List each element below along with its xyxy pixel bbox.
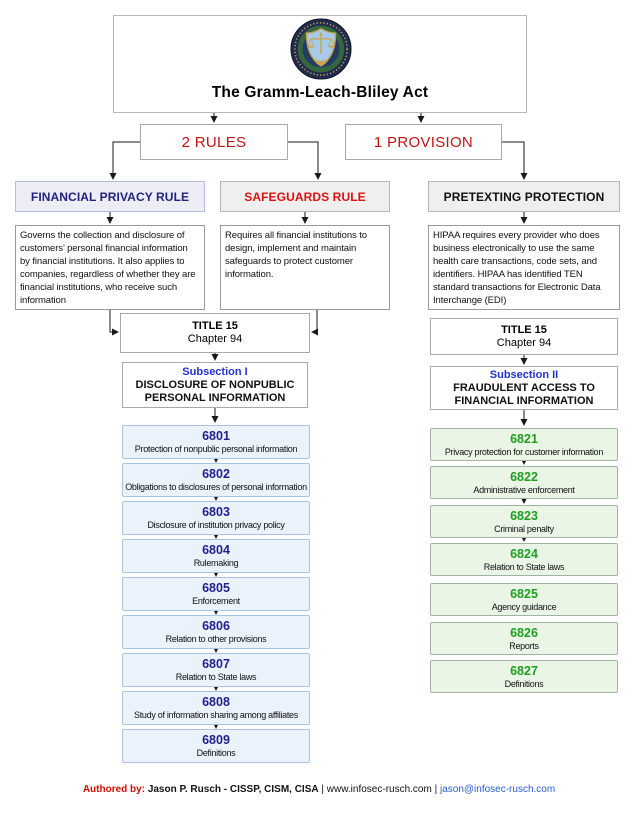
statute-number: 6802: [202, 467, 230, 481]
statute-label: Relation to other provisions: [165, 634, 267, 644]
subsection-line1: FRAUDULENT ACCESS TO: [453, 381, 595, 394]
statute-label: Protection of nonpublic personal informa…: [134, 444, 298, 454]
statute-number: 6809: [202, 733, 230, 747]
description-pretexting: HIPAA requires every provider who does b…: [428, 225, 620, 310]
section-header-financial-privacy: FINANCIAL PRIVACY RULE: [15, 181, 205, 212]
statute-label: Study of information sharing among affil…: [134, 710, 298, 720]
email-link[interactable]: jason@infosec-rusch.com: [439, 784, 556, 795]
author-name: Jason P. Rusch - CISSP, CISM, CISA: [147, 784, 319, 795]
statute-item-6822: 6822 Administrative enforcement: [430, 466, 618, 499]
statute-number: 6823: [510, 508, 538, 523]
statute-item-6809: 6809 Definitions: [122, 729, 310, 763]
statute-number: 6803: [202, 505, 230, 519]
statute-number: 6806: [202, 619, 230, 633]
statute-item-6821: 6821 Privacy protection for customer inf…: [430, 428, 618, 461]
statute-number: 6808: [202, 695, 230, 709]
title15-chapter: Chapter 94: [496, 336, 552, 349]
subsection-label: Subsection I: [182, 365, 248, 378]
statute-item-6826: 6826 Reports: [430, 622, 618, 655]
statute-number: 6801: [202, 429, 230, 443]
statute-label: Definitions: [504, 678, 544, 689]
statute-item-6808: 6808 Study of information sharing among …: [122, 691, 310, 725]
separator: |: [321, 784, 324, 795]
statute-label: Obligations to disclosures of personal i…: [125, 482, 307, 492]
title15-right-box: TITLE 15 Chapter 94: [430, 318, 618, 355]
statute-item-6803: 6803 Disclosure of institution privacy p…: [122, 501, 310, 535]
statute-label: Reports: [509, 640, 539, 651]
subsection-label: Subsection II: [489, 368, 559, 381]
statute-label: Agency guidance: [491, 601, 557, 612]
footer: Authored by: Jason P. Rusch - CISSP, CIS…: [0, 784, 638, 795]
title15-heading: TITLE 15: [501, 323, 547, 336]
ftc-seal-icon: [290, 18, 352, 80]
title15-left-box: TITLE 15 Chapter 94: [120, 313, 310, 353]
statute-number: 6826: [510, 625, 538, 640]
rules-branch-box: 2 RULES: [140, 124, 288, 160]
statute-number: 6821: [510, 431, 538, 446]
separator: |: [434, 784, 438, 795]
statute-number: 6822: [510, 469, 538, 484]
subsection-line2: PERSONAL INFORMATION: [144, 391, 286, 404]
statute-label: Criminal penalty: [494, 523, 554, 534]
statute-label: Privacy protection for customer informat…: [444, 446, 604, 457]
section-title: SAFEGUARDS RULE: [244, 189, 366, 204]
section-title: FINANCIAL PRIVACY RULE: [30, 189, 190, 204]
section-header-safeguards: SAFEGUARDS RULE: [220, 181, 390, 212]
rules-label: 2 RULES: [181, 133, 247, 151]
statute-item-6807: 6807 Relation to State laws: [122, 653, 310, 687]
section-title: PRETEXTING PROTECTION: [443, 189, 605, 204]
statute-number: 6827: [510, 663, 538, 678]
statute-label: Relation to State laws: [175, 672, 257, 682]
statute-label: Administrative enforcement: [473, 484, 575, 495]
statute-number: 6804: [202, 543, 230, 557]
statute-item-6827: 6827 Definitions: [430, 660, 618, 693]
provision-branch-box: 1 PROVISION: [345, 124, 502, 160]
description-financial-privacy: Governs the collection and disclosure of…: [15, 225, 205, 310]
statute-item-6802: 6802 Obligations to disclosures of perso…: [122, 463, 310, 497]
subsection-line2: FINANCIAL INFORMATION: [454, 394, 594, 407]
title15-chapter: Chapter 94: [187, 333, 243, 345]
statute-item-6801: 6801 Protection of nonpublic personal in…: [122, 425, 310, 459]
statute-label: Definitions: [196, 748, 236, 758]
statute-label: Rulemaking: [193, 558, 239, 568]
statute-label: Disclosure of institution privacy policy: [147, 520, 285, 530]
subsection-line1: DISCLOSURE OF NONPUBLIC: [135, 378, 295, 391]
subsection-ii-box: Subsection II FRAUDULENT ACCESS TO FINAN…: [430, 366, 618, 410]
statute-item-6804: 6804 Rulemaking: [122, 539, 310, 573]
page-title: The Gramm-Leach-Bliley Act: [211, 84, 429, 101]
statute-item-6825: 6825 Agency guidance: [430, 583, 618, 616]
section-header-pretexting: PRETEXTING PROTECTION: [428, 181, 620, 212]
statute-item-6824: 6824 Relation to State laws: [430, 543, 618, 576]
statute-item-6806: 6806 Relation to other provisions: [122, 615, 310, 649]
subsection-i-box: Subsection I DISCLOSURE OF NONPUBLIC PER…: [122, 362, 308, 408]
provision-label: 1 PROVISION: [373, 133, 474, 151]
statute-item-6805: 6805 Enforcement: [122, 577, 310, 611]
statute-item-6823: 6823 Criminal penalty: [430, 505, 618, 538]
statute-label: Relation to State laws: [483, 561, 565, 572]
website-text: www.infosec-rusch.com: [326, 784, 432, 795]
statute-label: Enforcement: [192, 596, 240, 606]
authored-by-label: Authored by:: [82, 784, 146, 795]
statute-number: 6824: [510, 546, 538, 561]
description-safeguards: Requires all financial institutions to d…: [220, 225, 390, 310]
statute-number: 6825: [510, 586, 538, 601]
statute-number: 6805: [202, 581, 230, 595]
title-box: The Gramm-Leach-Bliley Act: [113, 15, 527, 113]
title15-heading: TITLE 15: [192, 320, 238, 332]
statute-number: 6807: [202, 657, 230, 671]
